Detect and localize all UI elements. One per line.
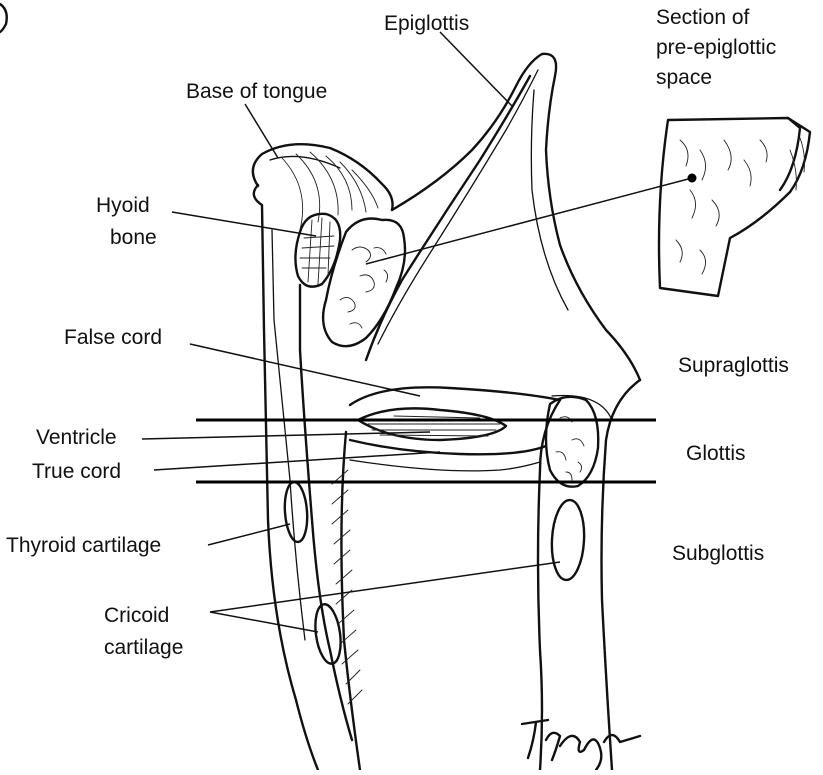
true-cord-leader	[153, 451, 441, 471]
label-section-line1: Section of	[656, 6, 750, 29]
section-leader-line	[365, 177, 693, 265]
hyoid-bone-shape	[294, 212, 342, 288]
base-of-tongue-leader	[244, 103, 279, 159]
label-ventricle: Ventricle	[36, 426, 117, 449]
thyroid-cartilage-shape	[283, 480, 309, 544]
label-subglottis: Subglottis	[672, 542, 764, 565]
posterior-wall	[536, 378, 642, 772]
label-cricoid-line1: Cricoid	[104, 604, 169, 627]
ventricle-leader	[141, 431, 431, 440]
cricoid-cartilage-anterior	[314, 603, 342, 665]
label-false-cord: False cord	[64, 326, 162, 349]
cricoid-leader-posterior	[209, 561, 561, 613]
label-supraglottis: Supraglottis	[678, 354, 789, 377]
glottic-region	[348, 386, 562, 456]
pre-epiglottic-space-shape	[321, 217, 407, 348]
thyroid-leader	[207, 523, 291, 546]
label-true-cord: True cord	[32, 460, 121, 483]
epiglottis-leader	[439, 31, 513, 107]
section-specimen	[657, 116, 812, 298]
section-dot	[687, 173, 697, 183]
false-cord-leader	[189, 343, 421, 397]
anterior-wall	[252, 183, 354, 772]
cricoid-leader-anterior	[209, 611, 319, 633]
epiglottis-shape	[364, 52, 642, 382]
base-of-tongue-shape	[251, 143, 394, 231]
hyoid-leader	[171, 211, 317, 237]
cricoid-cartilage-posterior	[550, 498, 586, 582]
artist-signature	[520, 718, 642, 772]
label-hyoid-line2: bone	[110, 226, 157, 249]
label-cricoid-line2: cartilage	[104, 636, 183, 659]
label-section-line2: pre-epiglottic	[656, 36, 776, 59]
label-epiglottis: Epiglottis	[384, 12, 469, 35]
corner-mark	[0, 2, 8, 34]
label-glottis: Glottis	[686, 442, 746, 465]
label-section-line3: space	[656, 66, 712, 89]
arytenoid-shape	[544, 395, 600, 488]
label-base-of-tongue: Base of tongue	[186, 80, 327, 103]
label-thyroid-cartilage: Thyroid cartilage	[6, 534, 161, 557]
label-hyoid-line1: Hyoid	[96, 194, 150, 217]
